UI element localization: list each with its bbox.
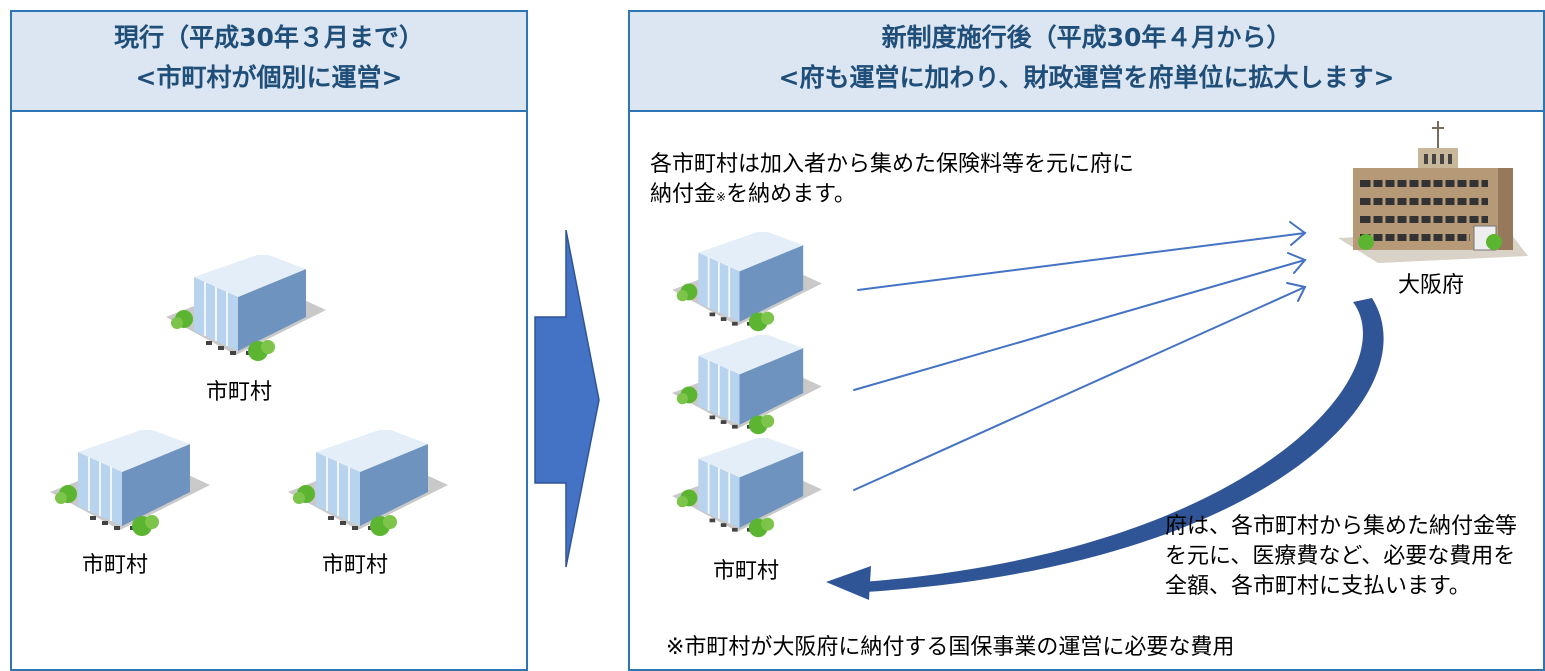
intro-text: 各市町村は加入者から集めた保険料等を元に府に 納付金※を納めます。 [650,150,1134,212]
payment-text: 府は、各市町村から集めた納付金等 を元に、医療費など、必要な費用を 全額、各市町… [1165,512,1517,602]
right-panel-header: 新制度施行後（平成30年４月から） <府も運営に加わり、財政運営を府単位に拡大し… [630,12,1543,112]
payment-arrow-3 [853,286,1306,491]
intro-line2-tail: を納めます。 [726,182,856,207]
footnote: ※市町村が大阪府に納付する国保事業の運営に必要な費用 [666,635,1235,660]
right-title-line2: <府も運営に加わり、財政運営を府単位に拡大します> [778,63,1395,92]
left-title-line2: <市町村が個別に運営> [135,63,403,92]
municipality-label: 市町村 [322,553,389,578]
municipality-label: 市町村 [206,380,273,405]
left-panel-header: 現行（平成30年３月まで） <市町村が個別に運営> [12,12,526,112]
transition-arrow-icon [534,230,600,568]
prefecture-label: 大阪府 [1398,273,1465,298]
left-title-line1: 現行（平成30年３月まで） [114,23,424,52]
intro-line2: 納付金※を納めます。 [650,180,1134,212]
payment-line3: 全額、各市町村に支払います。 [1165,574,1471,599]
payment-arrow-1 [857,232,1306,291]
payment-arrow-2 [853,259,1306,391]
intro-line1: 各市町村は加入者から集めた保険料等を元に府に [650,152,1135,177]
municipality-label: 市町村 [82,553,149,578]
return-arrow [862,298,1384,592]
right-title-line1: 新制度施行後（平成30年４月から） [881,23,1292,52]
return-arrow-head [826,566,871,600]
payment-line1: 府は、各市町村から集めた納付金等 [1165,514,1518,539]
municipality-label: 市町村 [713,559,780,584]
prefecture-building-icon [1338,121,1528,263]
intro-footnote-mark: ※ [716,190,727,204]
payment-line2: を元に、医療費など、必要な費用を [1165,544,1516,569]
intro-line2-main: 納付金 [650,182,717,207]
left-panel: 現行（平成30年３月まで） <市町村が個別に運営> [10,10,528,671]
